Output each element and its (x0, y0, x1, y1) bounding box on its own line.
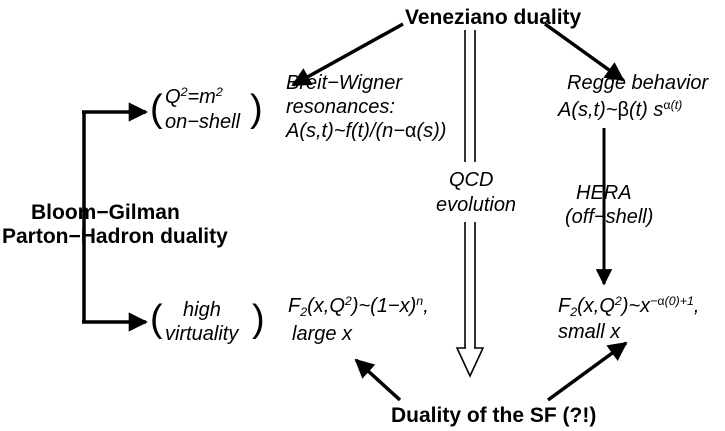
regge-behavior-label: Regge behavior (567, 72, 709, 94)
resonances-label: resonances: (286, 96, 395, 118)
high-label: high (183, 299, 221, 321)
small-x-q-exponent: 2 (614, 293, 622, 308)
qcd-evolution-double-arrow (455, 30, 485, 378)
small-x-exp-minus: − (650, 293, 658, 308)
large-x-exponent: n (416, 293, 424, 308)
small-x-comma: , (693, 295, 700, 317)
regge-formula-b: (t) s (628, 99, 664, 121)
arrow-sf-to-small-x (546, 341, 628, 402)
duality-of-sf-label: Duality of the SF (?!) (391, 404, 597, 427)
onshell-m-exponent: 2 (215, 84, 223, 99)
breit-wigner-label: Breit−Wigner (286, 72, 402, 94)
small-x-f: F (558, 295, 571, 317)
large-x-mid: (x,Q (307, 295, 345, 317)
onshell-label: on−shell (165, 111, 241, 133)
large-x-q-exponent: 2 (344, 293, 352, 308)
evolution-label: evolution (436, 194, 517, 216)
virtuality-close-paren: ) (252, 298, 265, 340)
large-x-sub: 2 (300, 305, 308, 320)
breit-wigner-formula: A(s,t)~f(t)/(n−α(s)) (286, 121, 446, 141)
small-x-sub: 2 (570, 305, 578, 320)
large-x-rest: )~(1−x) (351, 295, 417, 317)
regge-formula-a: A(s,t)~ (558, 99, 618, 121)
regge-formula: A(s,t)~β(t) sα(t) (558, 97, 683, 121)
breit-wigner-alpha: α (404, 120, 417, 142)
small-x-mid: (x,Q (577, 295, 615, 317)
large-x-label: large x (292, 323, 353, 345)
large-x-formula: F2(x,Q2)~(1−x)n, (288, 293, 429, 320)
onshell-open-paren: ( (150, 88, 163, 130)
regge-exponent-rest: (t) (670, 97, 683, 112)
virtuality-open-paren: ( (150, 298, 163, 340)
arrow-sf-to-large-x (354, 358, 402, 402)
small-x-exp-rest: (0)+1 (664, 293, 694, 308)
small-x-exp-alpha: α (657, 293, 665, 308)
breit-wigner-formula-a: A(s,t)~f(t)/(n− (286, 120, 405, 142)
bloom-gilman-label: Bloom−Gilman (31, 201, 180, 224)
breit-wigner-formula-b: (s)) (416, 120, 447, 142)
veneziano-duality-label: Veneziano duality (405, 6, 582, 29)
qcd-label: QCD (449, 169, 494, 191)
regge-beta: β (617, 99, 629, 121)
small-x-label: small x (558, 321, 621, 343)
hera-label: HERA (576, 182, 632, 204)
onshell-q: Q (165, 86, 181, 108)
onshell-equals-m: =m (187, 86, 216, 108)
small-x-formula: F2(x,Q2)~x−α(0)+1, (558, 293, 700, 320)
regge-exponent-alpha: α (663, 97, 671, 112)
arrow-veneziano-to-breit-wigner (291, 22, 404, 87)
small-x-rest: )~x (621, 295, 651, 317)
onshell-close-paren: ) (250, 88, 263, 130)
virtuality-label: virtuality (165, 323, 239, 345)
off-shell-label: (off−shell) (565, 206, 654, 228)
onshell-condition: Q2=m2 (165, 84, 223, 108)
parton-hadron-duality-label: Parton−Hadron duality (2, 225, 228, 248)
arrow-veneziano-to-regge (543, 22, 625, 82)
large-x-comma: , (423, 295, 429, 317)
large-x-f: F (288, 295, 301, 317)
onshell-q-exponent: 2 (180, 84, 188, 99)
